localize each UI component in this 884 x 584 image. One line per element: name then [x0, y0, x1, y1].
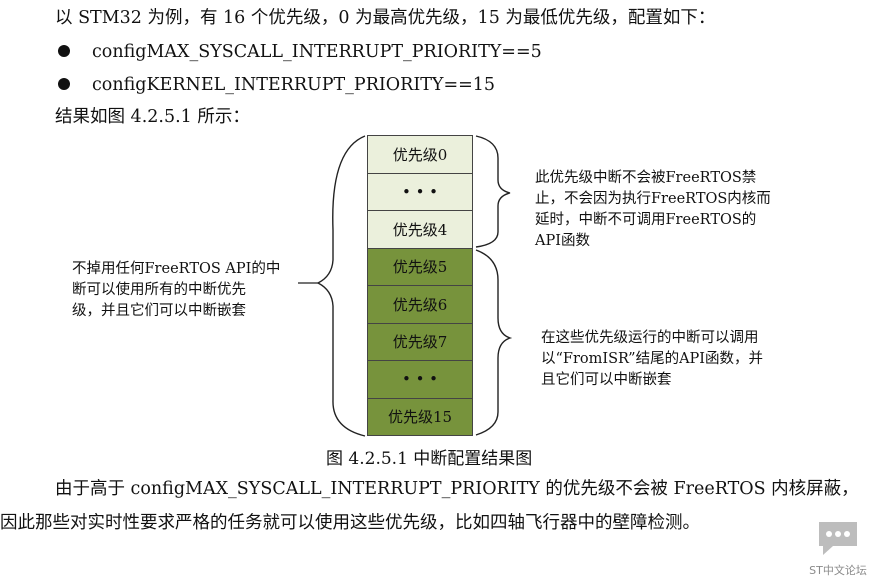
- body-paragraph: 由于高于 configMAX_SYSCALL_INTERRUPT_PRIORIT…: [0, 479, 859, 533]
- chat-bubble-icon: [819, 522, 857, 555]
- note-bottom-right: 在这些优先级运行的中断可以调用 以“FromISR”结尾的API函数，并 且它们…: [541, 330, 764, 388]
- priority-cell: 优先级15: [367, 398, 473, 436]
- bullet-text: configMAX_SYSCALL_INTERRUPT_PRIORITY==5: [92, 42, 542, 62]
- forum-watermark: ST中文论坛: [800, 518, 876, 578]
- note-top-right: 此优先级中断不会被FreeRTOS禁 止，不会因为执行FreeRTOS内核而 延…: [535, 170, 771, 249]
- priority-cell: 优先级4: [367, 211, 473, 249]
- watermark-label: ST中文论坛: [809, 564, 867, 577]
- priority-ellipsis: • • •: [367, 361, 473, 399]
- left-brace: [316, 135, 366, 437]
- intro-text: 以 STM32 为例，有 16 个优先级，0 为最高优先级，15 为最低优先级，…: [55, 8, 716, 28]
- bullet-icon: [58, 78, 70, 90]
- bullet-text: configKERNEL_INTERRUPT_PRIORITY==15: [92, 75, 496, 95]
- bullet-item: configMAX_SYSCALL_INTERRUPT_PRIORITY==5: [0, 40, 542, 64]
- result-line: 结果如图 4.2.5.1 所示：: [55, 107, 250, 127]
- priority-stack: 优先级0 • • • 优先级4 优先级5 优先级6 优先级7 • • • 优先级…: [367, 135, 473, 436]
- priority-cell: 优先级7: [367, 323, 473, 361]
- priority-cell: 优先级5: [367, 248, 473, 286]
- right-brace-bottom: [475, 249, 513, 436]
- bullet-icon: [58, 45, 70, 57]
- right-brace-top: [475, 135, 511, 248]
- bullet-item: configKERNEL_INTERRUPT_PRIORITY==15: [0, 73, 495, 97]
- priority-ellipsis: • • •: [367, 173, 473, 211]
- priority-cell: 优先级6: [367, 286, 473, 324]
- figure-caption: 图 4.2.5.1 中断配置结果图: [326, 449, 533, 469]
- priority-cell: 优先级0: [367, 136, 473, 174]
- note-left: 不掉用任何FreeRTOS API的中 断可以使用所有的中断优先 级，并且它们可…: [72, 261, 281, 319]
